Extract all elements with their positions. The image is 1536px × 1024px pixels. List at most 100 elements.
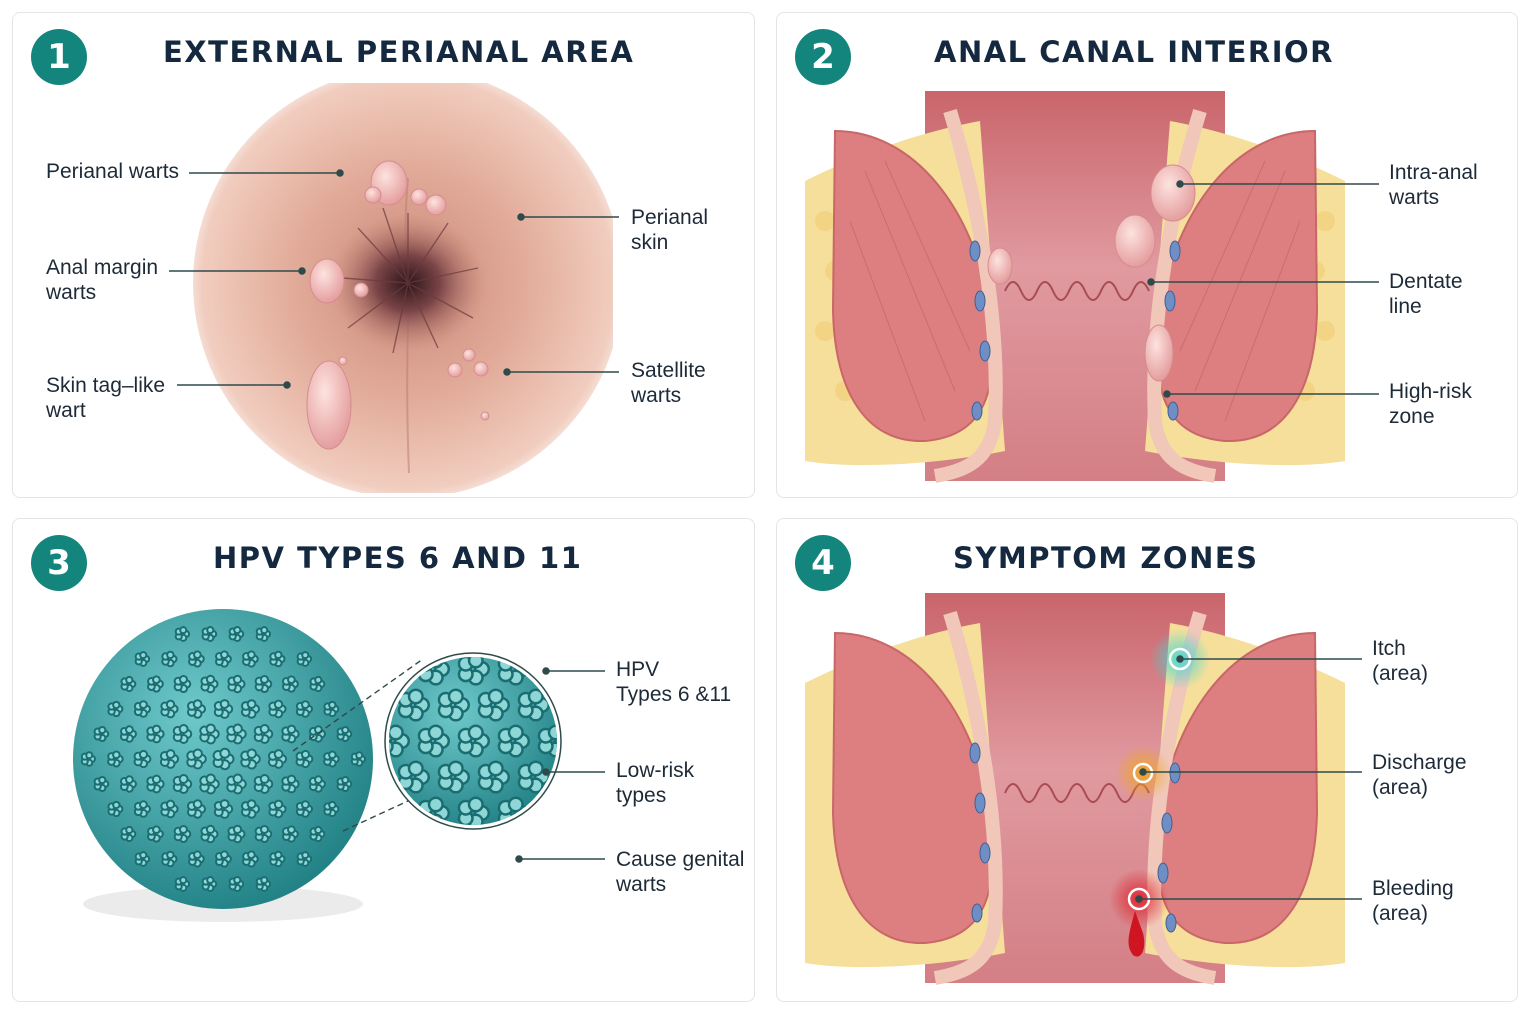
capsomer-lobe xyxy=(98,775,107,785)
capsomer-lobe xyxy=(232,723,243,734)
capsomer-lobe xyxy=(314,675,323,685)
panel-number-badge: 2 xyxy=(795,29,851,85)
capsomer-lobe xyxy=(467,724,484,741)
capsomer-lobe xyxy=(112,800,121,810)
capsomer-lobe xyxy=(479,632,493,646)
capsomer-lobe xyxy=(301,651,310,660)
label-hpv-types-6-11: HPV Types 6 &11 xyxy=(616,658,732,706)
capsomer-lobe xyxy=(205,773,216,784)
capsomer-lobe xyxy=(547,657,557,669)
capsomer-lobe xyxy=(232,674,243,685)
capsomer-lobe xyxy=(409,851,423,865)
capsomer-lobe xyxy=(575,626,589,640)
capsomer-lobe xyxy=(519,837,533,851)
capsomer-lobe xyxy=(547,669,557,686)
anal-canal-cross-section xyxy=(805,91,1345,483)
capsomer-lobe xyxy=(529,618,543,632)
callout-leaders xyxy=(169,169,619,389)
label-cause-genital-warts: Cause genital warts xyxy=(616,848,745,896)
panel-hpv-types: 3 HPV TYPES 6 AND 11 HPV Types 6 &11 Low… xyxy=(12,518,755,1002)
capsomer-lobe xyxy=(479,621,493,635)
panel-title: EXTERNAL PERIANAL AREA xyxy=(163,35,635,69)
capsomer-lobe xyxy=(415,626,429,640)
capsomer-lobe xyxy=(569,762,583,776)
capsomer-lobe xyxy=(233,626,242,635)
label-perianal-warts: Perianal warts xyxy=(46,160,180,183)
capsomer-lobe xyxy=(355,662,369,676)
capsomer-lobe xyxy=(125,725,134,735)
capsomer-lobe xyxy=(193,850,202,860)
capsomer-lobe xyxy=(139,851,148,860)
panel-anal-canal-interior: 2 ANAL CANAL INTERIOR xyxy=(776,12,1518,498)
capsomer-lobe xyxy=(389,724,404,741)
label-intra-anal-warts: Intra-anal warts xyxy=(1389,161,1478,209)
capsomer-lobe xyxy=(193,650,202,660)
capsomer-lobe xyxy=(439,837,453,851)
capsomer-lobe xyxy=(165,799,176,810)
capsomer-lobe xyxy=(389,669,404,686)
capsomer-lobe xyxy=(559,704,573,718)
capsomer-lobe xyxy=(579,801,593,815)
capsomer-lobe xyxy=(409,635,423,649)
capsomer-lobe xyxy=(407,760,424,777)
capsomer-lobe xyxy=(415,842,429,856)
capsomer-lobe xyxy=(328,700,337,710)
capsomer-lobe xyxy=(595,806,609,820)
capsomer-lobe xyxy=(192,748,203,759)
capsomer-lobe xyxy=(389,769,390,785)
capsomer-lobe xyxy=(579,812,593,826)
capsomer-lobe xyxy=(369,851,383,865)
capsomer-lobe xyxy=(447,688,464,705)
capsomer-lobe xyxy=(409,834,423,848)
capsomer-lobe xyxy=(369,635,383,649)
capsomer-lobe xyxy=(219,699,230,709)
capsomer-lobe xyxy=(554,805,557,821)
capsomer-lobe xyxy=(151,724,162,735)
capsomer-lobe xyxy=(449,834,463,848)
capsomer-lobe xyxy=(569,707,583,721)
capsomer-lobe xyxy=(537,810,554,825)
hpv-virus-particle xyxy=(73,609,613,922)
capsomer-lobe xyxy=(359,837,373,851)
label-satellite-warts: Satellite warts xyxy=(631,359,706,407)
label-dentate-line: Dentate line xyxy=(1389,270,1463,318)
capsomer-lobe xyxy=(479,848,493,862)
capsomer-lobe xyxy=(220,650,229,660)
capsomer-lobe xyxy=(589,671,603,685)
panel-number-badge: 4 xyxy=(795,535,851,591)
capsomer-lobe xyxy=(125,775,134,785)
capsomer-lobe xyxy=(389,813,404,825)
capsomer-lobe xyxy=(233,876,242,885)
capsomer-lobe xyxy=(447,760,464,777)
capsomer-lobe xyxy=(259,824,270,835)
capsomer-lobe xyxy=(449,618,463,632)
capsomer-lobe xyxy=(178,674,188,685)
panel-title: HPV TYPES 6 AND 11 xyxy=(213,541,583,575)
capsomer-lobe xyxy=(579,729,593,743)
capsomer-lobe xyxy=(527,760,544,777)
capsomer-lobe xyxy=(589,815,603,829)
capsomer-lobe xyxy=(246,799,257,809)
capsomer-lobe xyxy=(273,799,284,810)
capsomer-lobe xyxy=(341,725,350,735)
capsomer-lobe xyxy=(589,726,603,740)
capsomer-lobe xyxy=(232,824,243,835)
capsomer-lobe xyxy=(166,850,175,860)
capsomer-lobe xyxy=(192,699,203,709)
capsomer-lobe xyxy=(487,688,504,705)
capsomer-lobe xyxy=(595,662,609,676)
capsomer-lobe xyxy=(569,635,583,649)
capsomer-lobe xyxy=(165,699,176,710)
capsomer-lobe xyxy=(507,724,524,741)
panel-title: SYMPTOM ZONES xyxy=(953,541,1259,575)
capsomer-lobe xyxy=(554,661,557,677)
capsomer-lobe xyxy=(479,837,493,851)
perianal-skin-illustration xyxy=(193,83,613,493)
capsomer-lobe xyxy=(389,799,394,816)
capsomer-lobe xyxy=(579,740,593,754)
capsomer-lobe xyxy=(599,837,613,851)
capsomer-lobe xyxy=(359,632,373,646)
capsomer-lobe xyxy=(301,851,310,860)
capsomer-lobe xyxy=(247,850,256,860)
capsomer-lobe xyxy=(273,699,284,710)
